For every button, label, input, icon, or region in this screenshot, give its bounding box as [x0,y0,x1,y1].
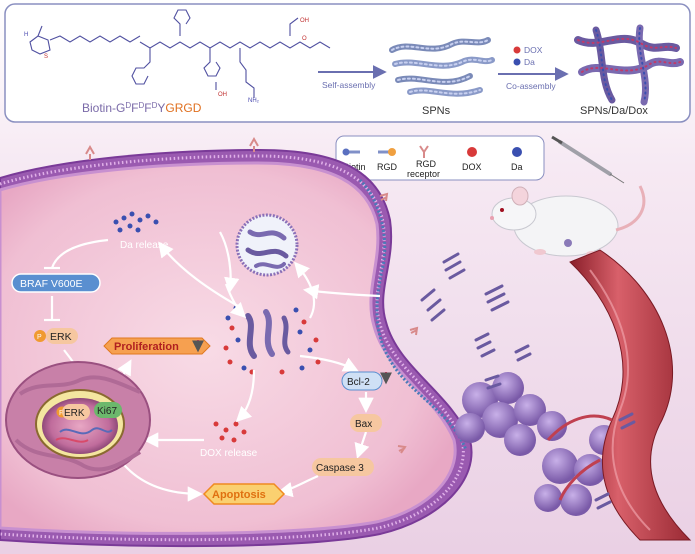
bax-node: Bax [350,414,382,432]
dox-release-label: DOX release [200,448,258,459]
svg-text:Proliferation: Proliferation [114,341,179,353]
spns-da-dox-fibers [574,24,684,106]
svg-text:NH₂: NH₂ [248,98,260,104]
ki67-node: Ki67 [94,402,122,418]
svg-text:Ki67: Ki67 [97,406,117,417]
synthesis-panel: H S OH O OH NH₂ Biotin-GDFDFDYGRGD Self-… [4,3,691,123]
rgd-receptors [85,136,419,454]
svg-text:OH: OH [218,92,227,98]
spns-da-dox-label: SPNs/Da/Dox [580,105,648,117]
bcl2-node: Bcl-2 [341,371,392,391]
svg-text:O: O [302,36,307,42]
braf-node: BRAF V600E [11,273,101,293]
caspase3-node: Caspase 3 [312,458,374,476]
svg-text:ERK: ERK [64,408,85,419]
svg-text:ERK: ERK [50,331,72,343]
biotin-icon [342,148,360,156]
legend-dox: DOX [462,162,482,172]
self-assembly-label: Self-assembly [322,80,376,90]
svg-text:Bcl-2: Bcl-2 [347,377,370,388]
component-legend: Biotin RGD RGD receptor DOX Da [335,135,545,181]
erk-node: P ERK [34,328,78,344]
apoptosis-node: Apoptosis [202,483,286,505]
dox-dot [513,46,521,54]
released-nanofibers [245,309,291,359]
nuclear-erk-node: P ERK [56,404,90,420]
syringe [551,135,625,184]
rgd-icon [378,148,396,156]
legend-rgd: RGD [377,162,398,172]
co-assembly-label: Co-assembly [506,81,556,91]
da-dot [513,58,521,66]
proliferation-node: Proliferation [103,337,211,355]
peptide-name: Biotin-GDFDFDYGRGD [82,101,202,115]
dox-legend-label: DOX [524,45,543,55]
svg-text:Apoptosis: Apoptosis [212,489,266,501]
blood-vessel [546,249,692,541]
da-icon [512,147,522,157]
peptide-structure [29,9,331,98]
spns-fibers [389,37,495,97]
circulating-nanofibers [420,252,636,510]
spns-label: SPNs [422,105,451,117]
endosome [235,213,299,277]
dox-icon [467,147,477,157]
svg-text:P: P [59,410,64,417]
peptide-atoms: H S OH O OH NH₂ [24,18,309,104]
svg-text:OH: OH [300,18,309,24]
svg-text:Caspase 3: Caspase 3 [316,463,364,474]
svg-text:BRAF V600E: BRAF V600E [20,278,82,290]
da-legend-label: Da [524,57,535,67]
legend-rgd-receptor-2: receptor [407,169,440,179]
svg-text:H: H [24,32,28,38]
drug-molecules [113,211,321,443]
da-release-label: Da release [120,240,169,251]
legend-biotin: Biotin [343,162,366,172]
rgd-receptor-icon [419,145,429,158]
svg-text:P: P [37,334,42,341]
legend-rgd-receptor-1: RGD [416,159,437,169]
svg-text:Bax: Bax [355,419,372,430]
legend-da: Da [511,162,523,172]
svg-text:S: S [44,54,48,60]
mouse [490,185,646,257]
